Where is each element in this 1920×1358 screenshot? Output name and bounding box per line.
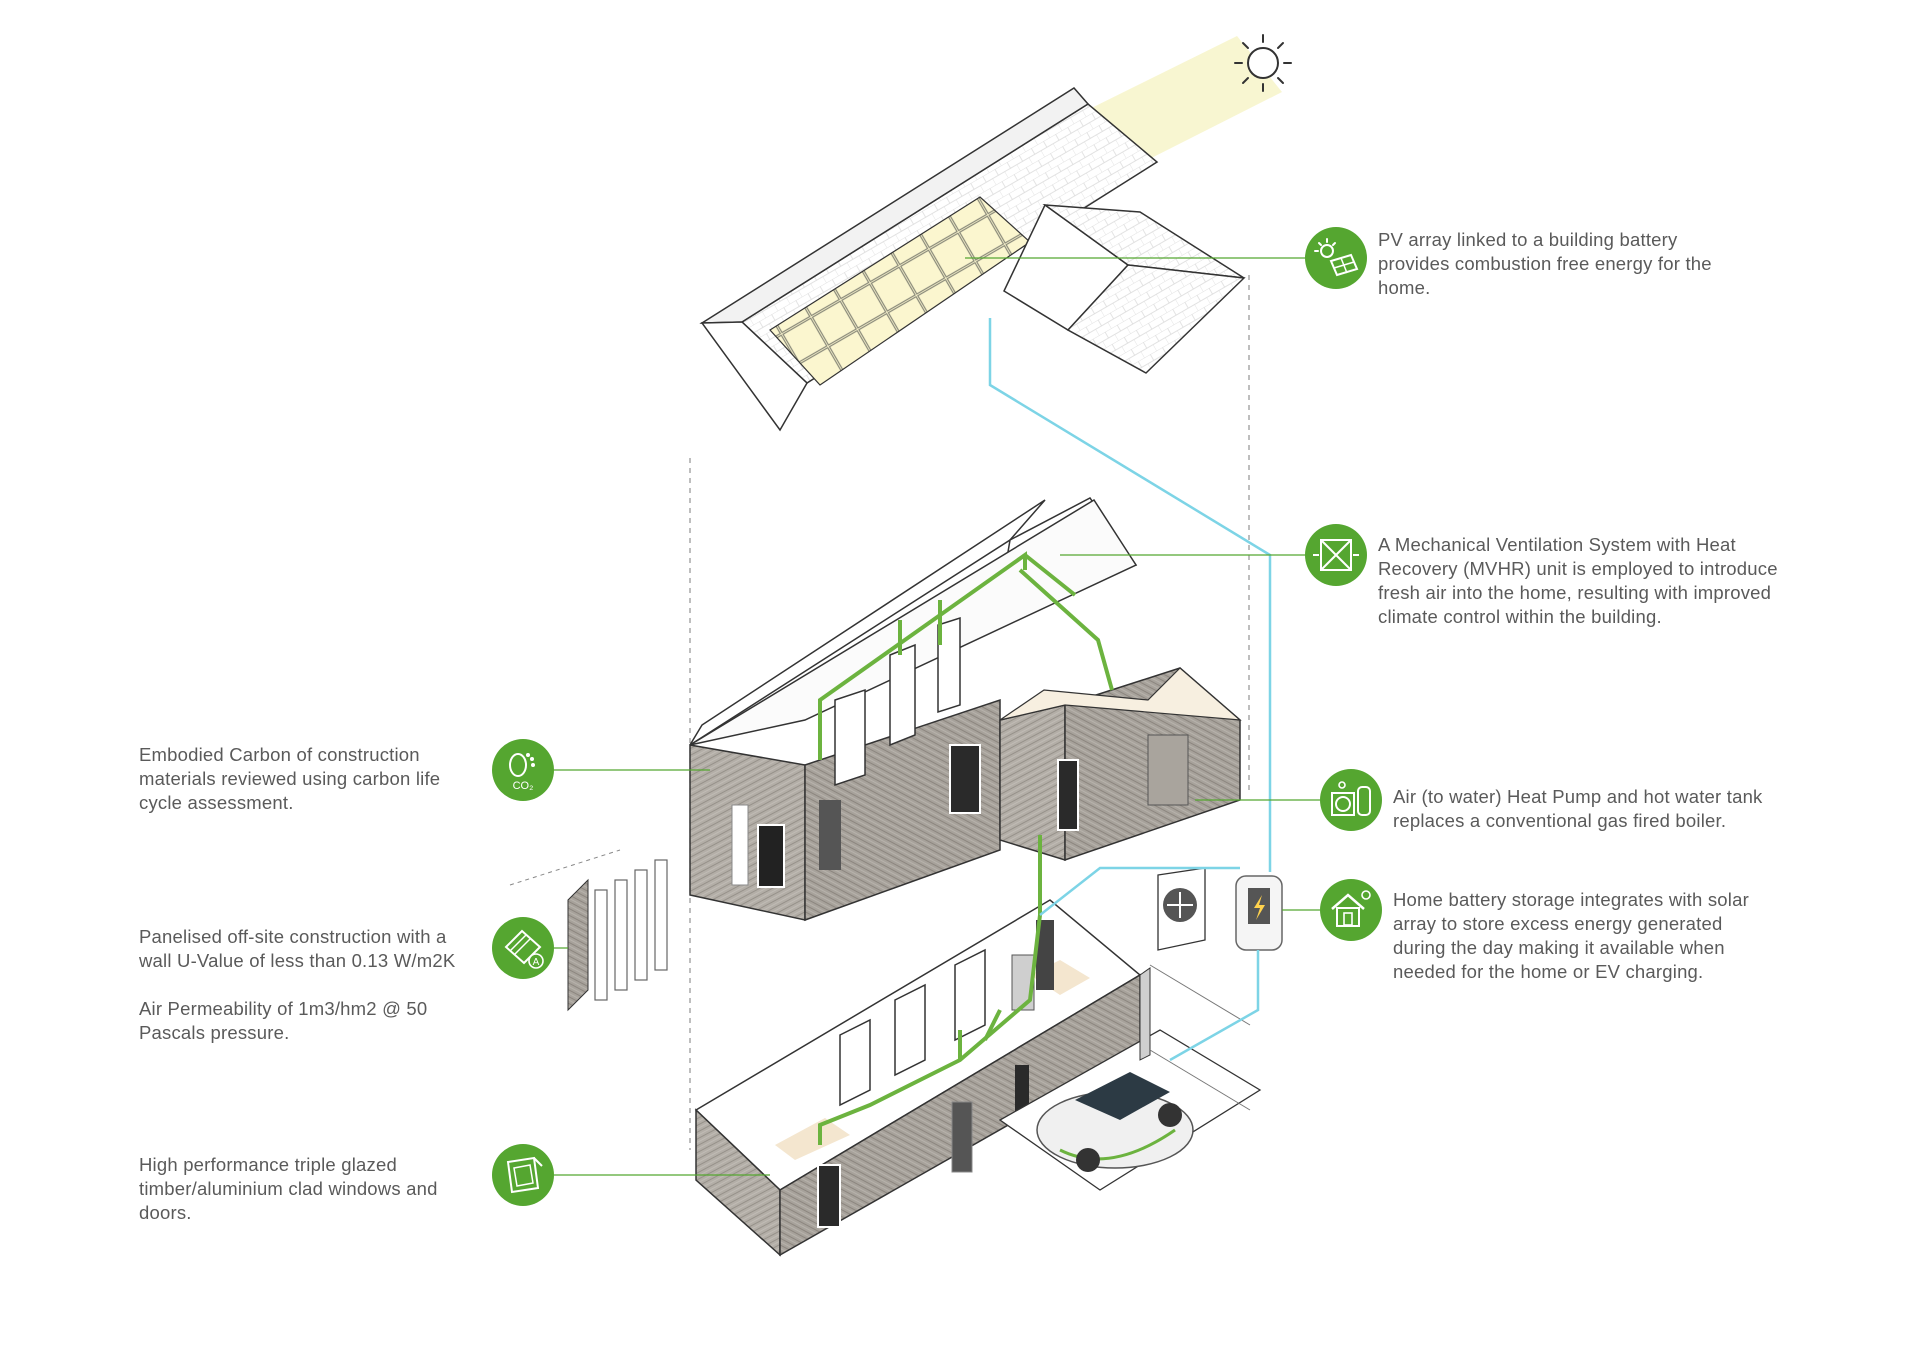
- ventilation-unit-icon: [1305, 524, 1367, 586]
- wall-panel-illustration: [509, 849, 668, 1012]
- annotation-line: Recovery (MVHR) unit is employed to intr…: [1378, 558, 1778, 579]
- annotation-line: PV array linked to a building battery: [1378, 229, 1678, 250]
- annotation-line: climate control within the building.: [1378, 606, 1662, 627]
- mvhr-annotation: A Mechanical Ventilation System with Hea…: [1378, 533, 1778, 629]
- home-battery-icon: [1320, 879, 1382, 941]
- panelised-construction-annotation: Panelised off-site construction with a w…: [139, 925, 455, 1045]
- annotation-line: Air Permeability of 1m3/hm2 @ 50: [139, 998, 428, 1019]
- annotation-line: High performance triple glazed: [139, 1154, 397, 1175]
- annotation-line: wall U-Value of less than 0.13 W/m2K: [139, 950, 456, 971]
- carbon-footprint-icon: CO₂: [492, 739, 554, 801]
- heat-pump-tank-icon: [1320, 769, 1382, 831]
- annotation-line: Home battery storage integrates with sol…: [1393, 889, 1749, 910]
- annotation-line: provides combustion free energy for the: [1378, 253, 1712, 274]
- leader-lines: [530, 257, 1320, 1176]
- annotation-line: during the day making it available when: [1393, 937, 1725, 958]
- annotation-line: Embodied Carbon of construction: [139, 744, 420, 765]
- annotation-line: Pascals pressure.: [139, 1022, 290, 1043]
- annotation-line: Air (to water) Heat Pump and hot water t…: [1393, 786, 1763, 807]
- annotation-line: array to store excess energy generated: [1393, 913, 1723, 934]
- annotation-line: doors.: [139, 1202, 192, 1223]
- triple-glazed-window-icon: [492, 1144, 554, 1206]
- energy-wiring: [988, 318, 1272, 1062]
- annotation-line: home.: [1378, 277, 1431, 298]
- electric-car: [1036, 1072, 1194, 1172]
- annotation-line: timber/aluminium clad windows and: [139, 1178, 438, 1199]
- annotation-line: cycle assessment.: [139, 792, 294, 813]
- heat-pump-annotation: Air (to water) Heat Pump and hot water t…: [1393, 785, 1763, 833]
- annotation-line: A Mechanical Ventilation System with Hea…: [1378, 534, 1736, 555]
- home-battery-unit: [1235, 875, 1283, 951]
- co2-label: CO₂: [513, 780, 534, 792]
- triple-glazing-annotation: High performance triple glazed timber/al…: [139, 1153, 438, 1225]
- annotation-line: materials reviewed using carbon life: [139, 768, 441, 789]
- battery-storage-annotation: Home battery storage integrates with sol…: [1393, 888, 1749, 984]
- solar-panel-sun-icon: [1305, 227, 1367, 289]
- annotation-line: [139, 973, 455, 997]
- roof-with-pv-array: [699, 87, 1250, 795]
- ground-floor: [694, 835, 1283, 1257]
- energy-rating-label: A: [533, 957, 540, 968]
- annotation-line: fresh air into the home, resulting with …: [1378, 582, 1772, 603]
- annotation-line: needed for the home or EV charging.: [1393, 961, 1704, 982]
- upper-floor: [689, 458, 1242, 1150]
- annotation-line: Panelised off-site construction with a: [139, 926, 447, 947]
- pv-array-annotation: PV array linked to a building battery pr…: [1378, 228, 1712, 300]
- heat-pump-unit: [1157, 867, 1206, 951]
- wall-panel-icon: A: [492, 917, 554, 979]
- annotation-line: replaces a conventional gas fired boiler…: [1393, 810, 1727, 831]
- embodied-carbon-annotation: Embodied Carbon of construction material…: [139, 743, 440, 815]
